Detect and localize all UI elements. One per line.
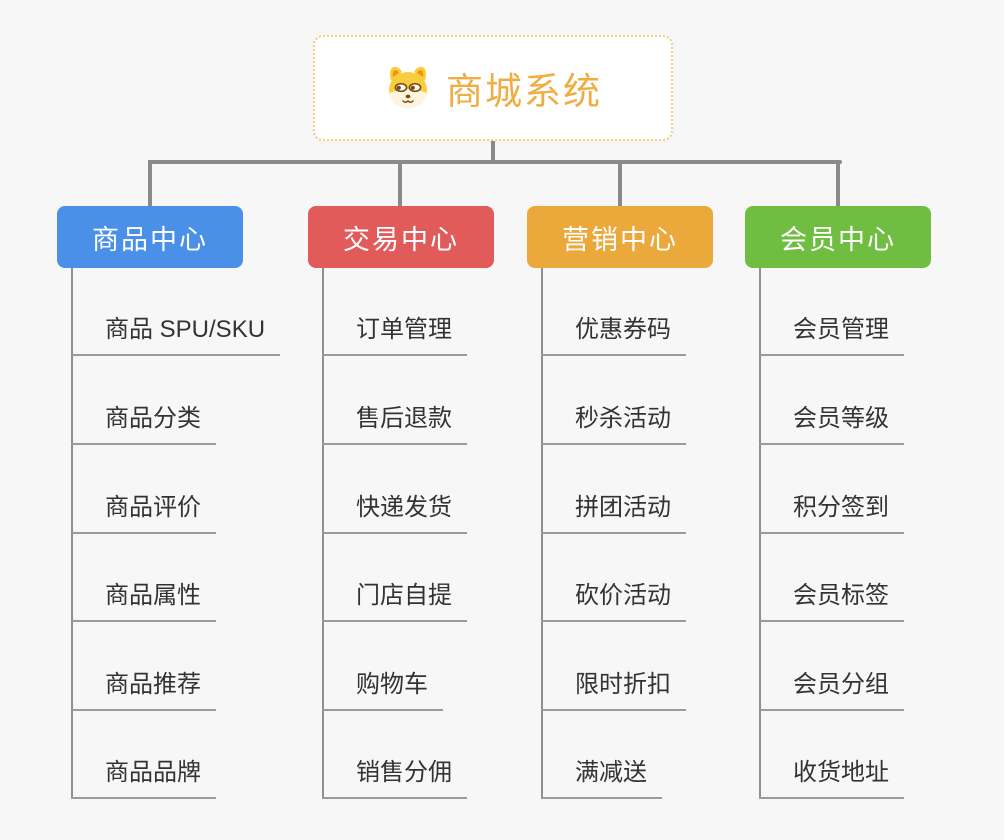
leaf-node[interactable]: 销售分佣 bbox=[322, 757, 467, 799]
leaf-node[interactable]: 拼团活动 bbox=[541, 492, 686, 534]
leaf-node[interactable]: 秒杀活动 bbox=[541, 403, 686, 445]
branch-4: 会员中心 会员管理会员等级积分签到会员标签会员分组收货地址 bbox=[745, 206, 931, 806]
branch-2: 交易中心 订单管理售后退款快递发货门店自提购物车销售分佣 bbox=[308, 206, 494, 806]
branch-header[interactable]: 商品中心 bbox=[57, 206, 243, 268]
connector-rail bbox=[148, 160, 842, 164]
leaf-node[interactable]: 商品品牌 bbox=[71, 757, 216, 799]
leaf-node[interactable]: 快递发货 bbox=[322, 492, 467, 534]
branch-drop-line bbox=[398, 160, 402, 206]
leaf-node[interactable]: 商品属性 bbox=[71, 580, 216, 622]
leaf-node[interactable]: 积分签到 bbox=[759, 492, 904, 534]
leaf-node[interactable]: 门店自提 bbox=[322, 580, 467, 622]
branch-1: 商品中心 商品 SPU/SKU 商品分类商品评价商品属性商品推荐商品品牌 bbox=[57, 206, 281, 806]
leaf-node[interactable]: 商品 SPU/SKU bbox=[71, 314, 281, 356]
leaf-node[interactable]: 收货地址 bbox=[759, 757, 904, 799]
leaf-node[interactable]: 优惠券码 bbox=[541, 314, 686, 356]
root-node[interactable]: 商城系统 bbox=[313, 35, 673, 141]
leaf-node[interactable]: 会员等级 bbox=[759, 403, 904, 445]
leaf-node[interactable]: 会员管理 bbox=[759, 314, 904, 356]
leaf-node[interactable]: 会员分组 bbox=[759, 669, 904, 711]
root-title: 商城系统 bbox=[446, 71, 602, 112]
leaf-node[interactable]: 购物车 bbox=[322, 669, 443, 711]
leaf-node[interactable]: 会员标签 bbox=[759, 580, 904, 622]
leaf-node[interactable]: 售后退款 bbox=[322, 403, 467, 445]
branch-drop-line bbox=[836, 160, 840, 206]
leaf-node[interactable]: 商品分类 bbox=[71, 403, 216, 445]
leaf-node[interactable]: 商品推荐 bbox=[71, 669, 216, 711]
leaf-node[interactable]: 砍价活动 bbox=[541, 580, 686, 622]
branch-drop-line bbox=[148, 160, 152, 206]
branch-header[interactable]: 营销中心 bbox=[527, 206, 713, 268]
dog-face-icon bbox=[389, 66, 427, 108]
leaf-node[interactable]: 限时折扣 bbox=[541, 669, 686, 711]
leaf-node[interactable]: 满减送 bbox=[541, 757, 662, 799]
branch-3: 营销中心 优惠券码秒杀活动拼团活动砍价活动限时折扣满减送 bbox=[527, 206, 713, 806]
root-stub-line bbox=[491, 140, 495, 164]
leaf-node[interactable]: 商品评价 bbox=[71, 492, 216, 534]
leaf-node[interactable]: 订单管理 bbox=[322, 314, 467, 356]
branch-header[interactable]: 会员中心 bbox=[745, 206, 931, 268]
branch-header[interactable]: 交易中心 bbox=[308, 206, 494, 268]
branch-drop-line bbox=[618, 160, 622, 206]
